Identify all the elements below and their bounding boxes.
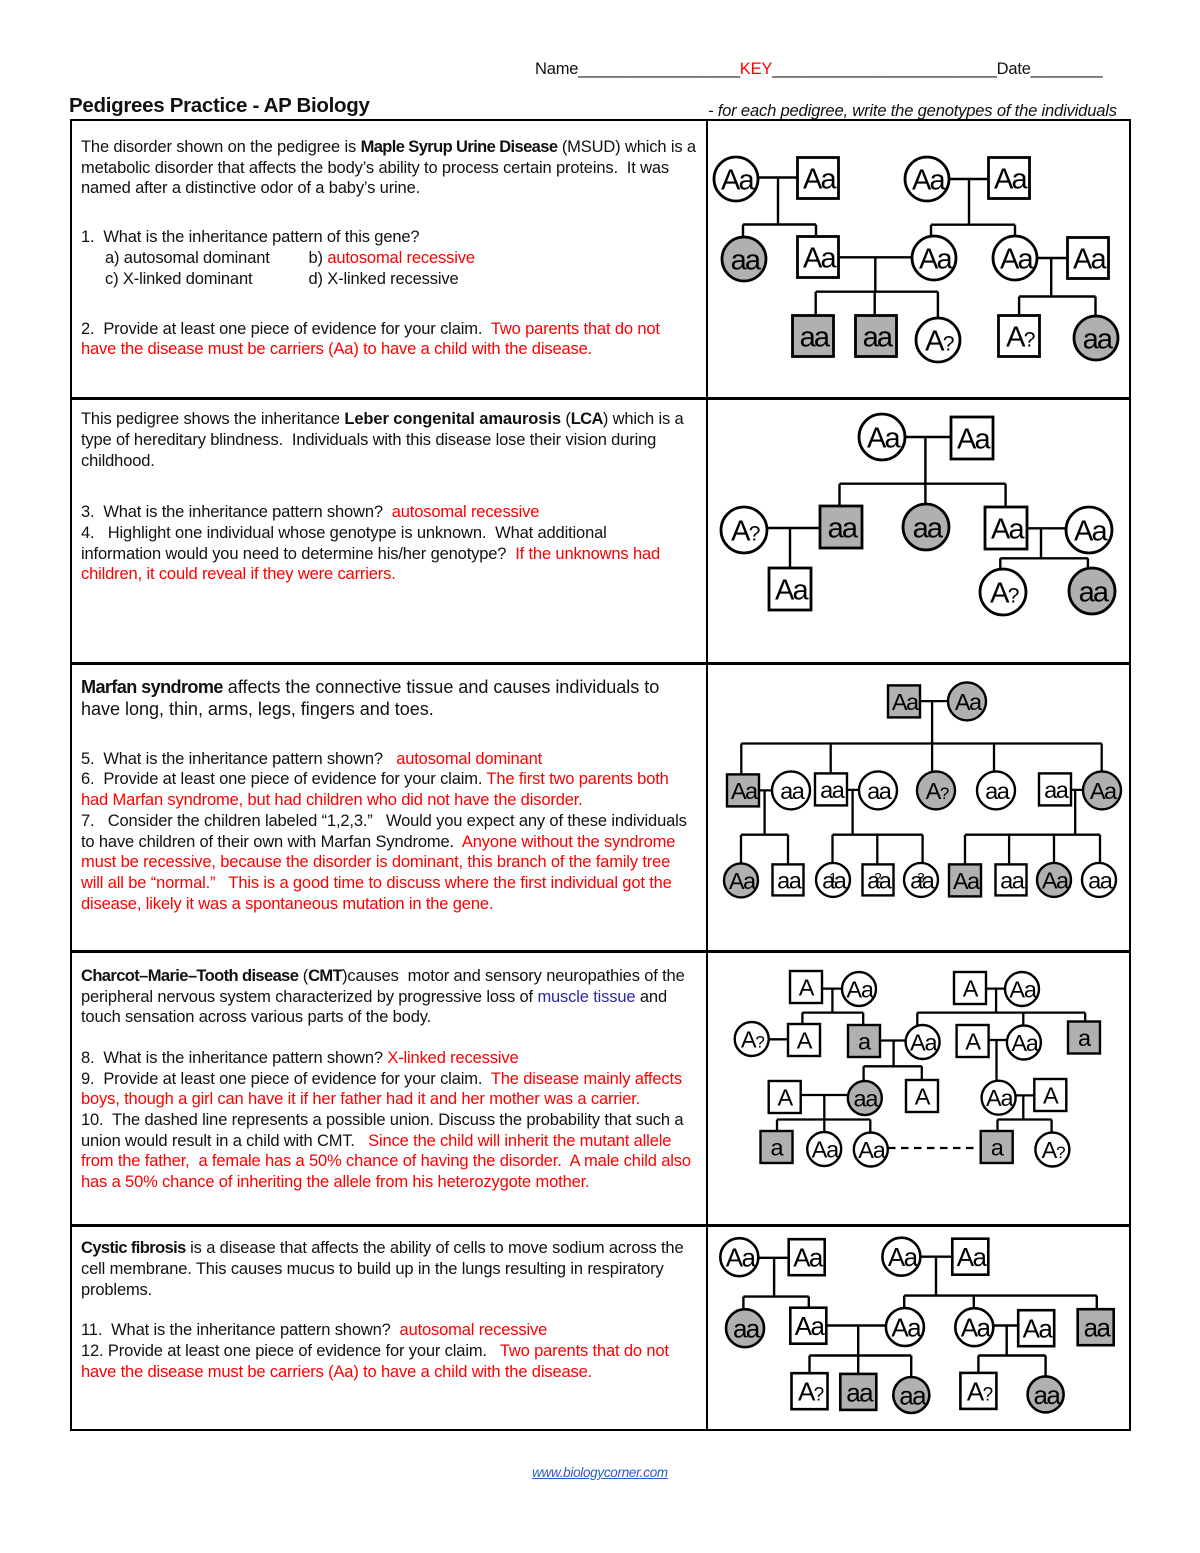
svg-text:aa: aa bbox=[1079, 576, 1110, 608]
svg-text:Aa: Aa bbox=[957, 423, 992, 455]
svg-text:A: A bbox=[963, 975, 979, 1001]
svg-text:Aa: Aa bbox=[957, 1242, 988, 1272]
svg-text:aa: aa bbox=[1000, 867, 1026, 893]
svg-text:Aa: Aa bbox=[892, 688, 920, 714]
svg-text:A?: A? bbox=[967, 1376, 993, 1406]
svg-text:a: a bbox=[858, 1028, 872, 1054]
svg-text:aa: aa bbox=[867, 867, 893, 893]
svg-text:2: 2 bbox=[874, 869, 882, 885]
svg-text:aa: aa bbox=[985, 777, 1011, 803]
svg-text:Aa: Aa bbox=[912, 164, 947, 196]
svg-text:Aa: Aa bbox=[795, 1311, 826, 1341]
svg-text:A?: A? bbox=[741, 1026, 764, 1052]
svg-text:Aa: Aa bbox=[1011, 1030, 1039, 1056]
svg-text:aa: aa bbox=[846, 1377, 874, 1407]
svg-text:aa: aa bbox=[1044, 776, 1070, 802]
svg-text:Aa: Aa bbox=[803, 242, 838, 274]
svg-text:Aa: Aa bbox=[793, 1242, 824, 1272]
svg-text:A: A bbox=[797, 1027, 813, 1053]
svg-text:aa: aa bbox=[828, 512, 859, 544]
svg-text:aa: aa bbox=[820, 776, 846, 802]
svg-text:Aa: Aa bbox=[986, 1085, 1014, 1111]
svg-text:Aa: Aa bbox=[953, 867, 981, 893]
svg-text:aa: aa bbox=[899, 1380, 927, 1410]
svg-text:Aa: Aa bbox=[812, 1136, 840, 1162]
svg-text:aa: aa bbox=[733, 1313, 761, 1343]
svg-text:3: 3 bbox=[917, 869, 925, 885]
svg-text:Aa: Aa bbox=[1073, 243, 1108, 275]
svg-text:A: A bbox=[915, 1083, 931, 1109]
svg-text:A?: A? bbox=[1006, 321, 1035, 353]
svg-text:A?: A? bbox=[925, 325, 954, 357]
svg-text:a: a bbox=[991, 1134, 1005, 1160]
svg-text:Aa: Aa bbox=[858, 1137, 886, 1163]
svg-text:Aa: Aa bbox=[846, 976, 874, 1002]
svg-text:A?: A? bbox=[1042, 1137, 1065, 1163]
svg-text:aa: aa bbox=[777, 867, 803, 893]
svg-text:Aa: Aa bbox=[803, 163, 838, 195]
svg-text:aa: aa bbox=[910, 867, 936, 893]
svg-text:Aa: Aa bbox=[1042, 867, 1070, 893]
svg-text:aa: aa bbox=[867, 777, 893, 803]
svg-text:Aa: Aa bbox=[1074, 515, 1109, 547]
svg-text:aa: aa bbox=[913, 512, 944, 544]
svg-text:Aa: Aa bbox=[994, 163, 1029, 195]
svg-text:Aa: Aa bbox=[955, 688, 983, 714]
svg-text:aa: aa bbox=[822, 867, 848, 893]
svg-text:aa: aa bbox=[1083, 323, 1114, 355]
svg-text:aa: aa bbox=[731, 244, 762, 276]
svg-text:A?: A? bbox=[798, 1376, 824, 1406]
svg-text:Aa: Aa bbox=[1000, 243, 1035, 275]
svg-text:A: A bbox=[965, 1028, 981, 1054]
svg-text:Aa: Aa bbox=[991, 513, 1026, 545]
svg-text:Aa: Aa bbox=[888, 1242, 919, 1272]
svg-text:a: a bbox=[771, 1134, 785, 1160]
svg-text:Aa: Aa bbox=[731, 777, 759, 803]
svg-text:Aa: Aa bbox=[726, 1242, 757, 1272]
svg-text:aa: aa bbox=[1034, 1380, 1062, 1410]
svg-text:A?: A? bbox=[731, 515, 760, 547]
svg-text:Aa: Aa bbox=[775, 574, 810, 606]
svg-text:aa: aa bbox=[854, 1085, 880, 1111]
svg-text:Aa: Aa bbox=[891, 1312, 922, 1342]
svg-text:Aa: Aa bbox=[721, 164, 756, 196]
svg-text:Aa: Aa bbox=[1023, 1313, 1054, 1343]
svg-text:Aa: Aa bbox=[1090, 777, 1118, 803]
svg-text:Aa: Aa bbox=[961, 1312, 992, 1342]
svg-text:Aa: Aa bbox=[729, 867, 757, 893]
svg-text:1: 1 bbox=[829, 869, 837, 885]
svg-text:aa: aa bbox=[800, 321, 831, 353]
svg-text:A: A bbox=[799, 974, 815, 1000]
svg-text:a: a bbox=[1078, 1025, 1092, 1051]
svg-text:aa: aa bbox=[1084, 1312, 1112, 1342]
svg-text:Aa: Aa bbox=[919, 243, 954, 275]
svg-text:A: A bbox=[1043, 1082, 1059, 1108]
svg-text:Aa: Aa bbox=[867, 422, 902, 454]
svg-text:aa: aa bbox=[780, 777, 806, 803]
svg-text:A: A bbox=[777, 1084, 793, 1110]
svg-text:A?: A? bbox=[990, 577, 1019, 609]
svg-text:Aa: Aa bbox=[1009, 976, 1037, 1002]
svg-text:aa: aa bbox=[1088, 867, 1114, 893]
svg-text:aa: aa bbox=[863, 321, 894, 353]
svg-text:Aa: Aa bbox=[910, 1029, 938, 1055]
svg-text:A?: A? bbox=[926, 777, 949, 803]
